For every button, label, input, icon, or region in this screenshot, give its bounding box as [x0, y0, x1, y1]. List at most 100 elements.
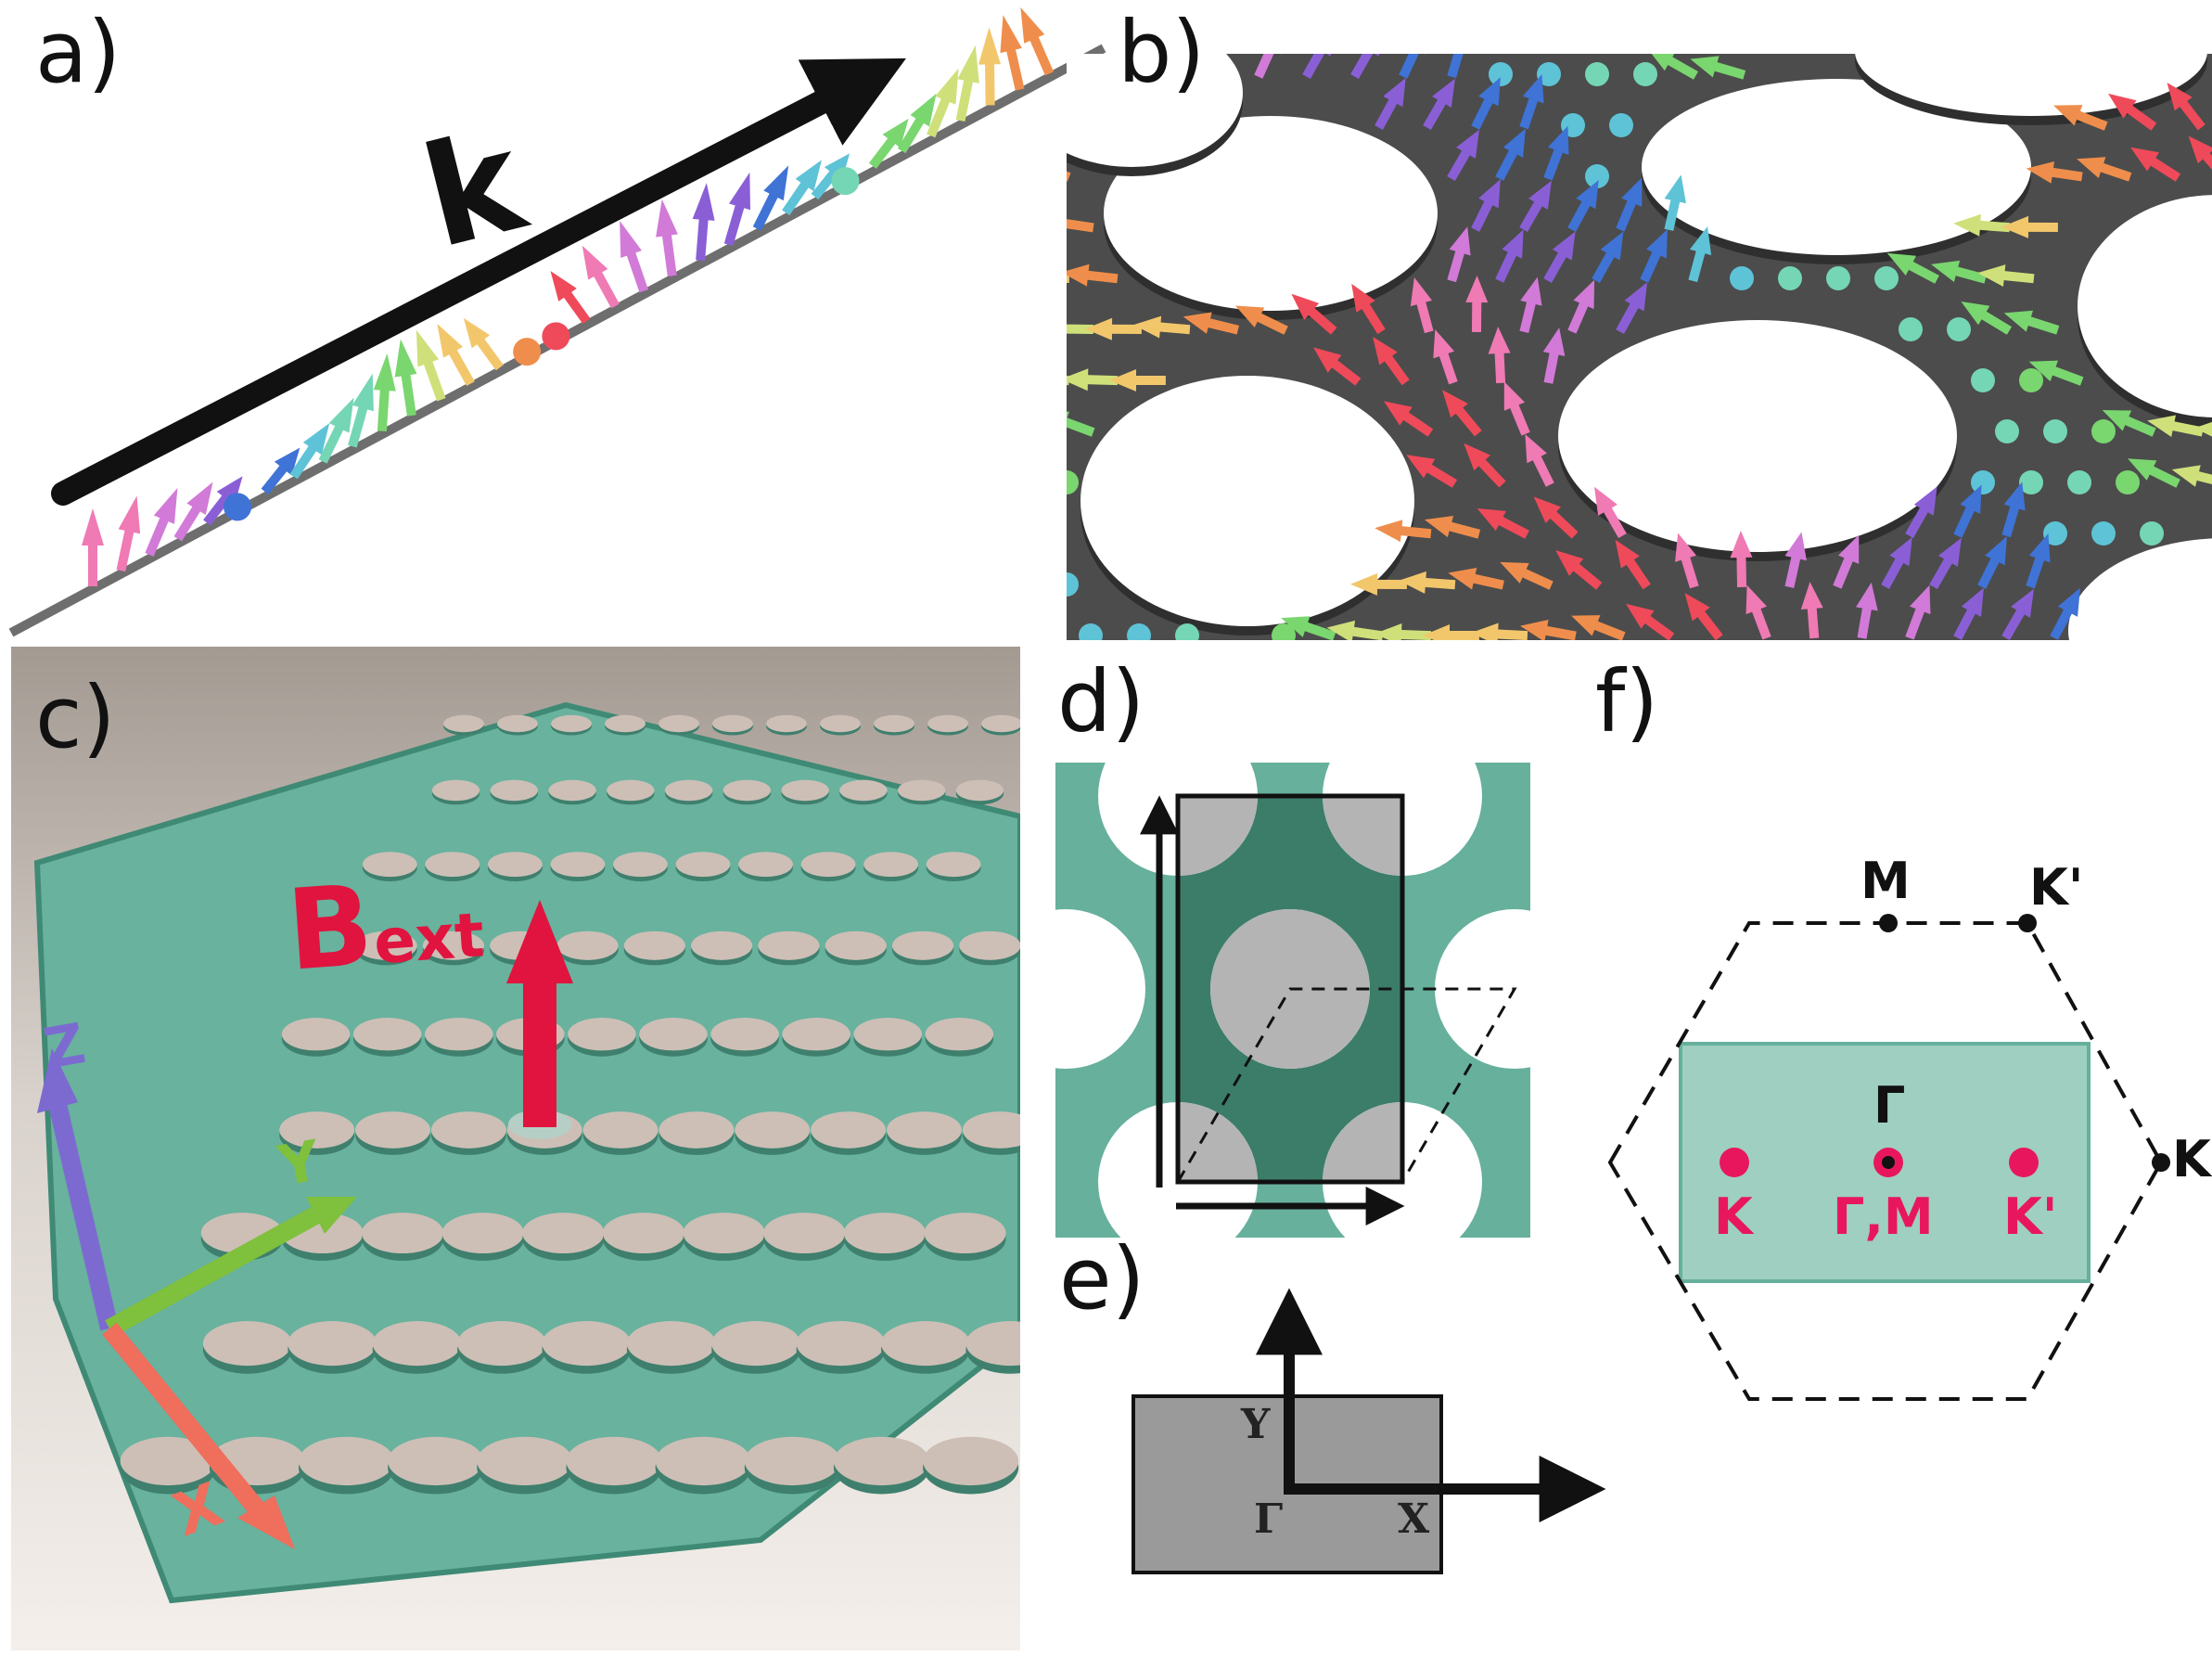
spin-arrow	[955, 45, 979, 122]
spin-arrow	[1519, 180, 1552, 233]
spin-arrow	[1800, 582, 1823, 639]
spin-arrow	[1519, 620, 1577, 640]
spin-dot	[2043, 419, 2067, 443]
spin-arrow	[2171, 465, 2212, 488]
spin-arrow	[1447, 226, 1471, 283]
spin-arrow	[1109, 368, 1166, 392]
hole	[711, 1321, 800, 1367]
hole	[825, 931, 887, 960]
spin-arrow	[1833, 534, 1860, 589]
spin-arrow	[1688, 225, 1712, 283]
hole	[372, 1321, 462, 1367]
field-label-main: B	[283, 862, 377, 996]
folded-k-dot	[1720, 1148, 1749, 1177]
hole	[582, 1111, 658, 1149]
wavevector-label: k	[409, 100, 541, 280]
spin-arrow	[1886, 252, 1939, 284]
spin-arrow	[145, 487, 178, 557]
hole	[959, 931, 1020, 960]
spin-arrow	[1448, 568, 1504, 590]
hole	[811, 1111, 887, 1149]
spin-arrow	[1067, 218, 1094, 233]
spin-arrow	[1953, 587, 1984, 640]
hole	[639, 1018, 708, 1051]
spin-dot	[1899, 317, 1923, 341]
spin-arrow	[1442, 390, 1482, 437]
hole	[1067, 54, 1243, 167]
spin-arrow	[1375, 78, 1406, 130]
field-label-sub: ext	[371, 899, 486, 978]
spin-arrow	[2128, 458, 2180, 488]
hole	[981, 714, 1020, 733]
spin-arrow	[1067, 263, 1119, 287]
spin-arrow	[1234, 305, 1288, 335]
hole	[712, 714, 753, 733]
hole	[658, 1111, 735, 1149]
panel-d-label: d)	[1057, 652, 1144, 751]
spin-arrow	[1020, 6, 1055, 76]
hole	[422, 931, 484, 960]
hole	[833, 1436, 929, 1486]
spin-texture	[1067, 54, 2212, 640]
spin-dot	[1730, 266, 1754, 290]
hole	[550, 852, 606, 878]
spin-arrow	[1571, 615, 1626, 640]
spin-arrow	[2167, 83, 2206, 131]
spin-arrow	[1543, 125, 1569, 181]
hole	[568, 1018, 636, 1051]
hole	[120, 1436, 216, 1486]
hole	[488, 852, 543, 878]
hole	[605, 714, 646, 733]
spin-arrow	[1133, 315, 1191, 339]
spin-arrow	[1465, 276, 1489, 332]
hole	[820, 714, 861, 733]
spin-arrow	[1373, 336, 1410, 386]
hole	[542, 1321, 632, 1367]
spin-arrow	[1567, 180, 1599, 232]
spin-dot	[2043, 521, 2067, 546]
spin-arrow	[1519, 276, 1542, 334]
spin-arrow	[1067, 411, 1095, 437]
spin-dot	[1175, 623, 1199, 640]
spin-dot	[831, 167, 860, 196]
hole	[965, 1321, 1020, 1367]
spin-arrow	[1410, 276, 1434, 334]
hole	[800, 852, 856, 878]
spin-arrow	[1495, 128, 1526, 181]
spin-arrow	[2194, 418, 2212, 442]
spin-arrow	[289, 423, 330, 480]
spin-arrow	[927, 68, 959, 138]
hole	[548, 779, 596, 802]
point-k-prime-dot	[2018, 914, 2037, 932]
spin-arrow	[1594, 486, 1627, 539]
panel-a-label: a)	[35, 3, 121, 102]
hole	[355, 1111, 430, 1149]
panel-d: d)	[1055, 652, 1530, 1238]
spin-dot	[1079, 623, 1103, 640]
hole	[457, 1321, 546, 1367]
folded-gamma-m-label: Γ,M	[1833, 1187, 1934, 1246]
panel-e: e) Y Γ X	[1059, 1229, 1606, 1574]
spin-arrow	[692, 183, 715, 262]
spin-arrow	[1929, 537, 1962, 590]
spin-arrow	[2001, 215, 2058, 238]
panel-e-label: e)	[1059, 1229, 1145, 1329]
hole	[843, 1213, 926, 1254]
hole	[925, 1018, 994, 1051]
hole	[735, 1111, 811, 1149]
spin-arrow	[1977, 264, 2035, 288]
panel-f-label: f)	[1595, 652, 1658, 751]
point-gamma-label: Γ	[1254, 1496, 1283, 1543]
spin-arrow	[2053, 105, 2108, 131]
spin-arrow	[2028, 360, 2084, 386]
spin-arrow	[1326, 620, 1384, 640]
spin-dot	[513, 338, 542, 366]
point-m-label: M	[1860, 852, 1911, 910]
spin-arrow	[463, 317, 504, 371]
hole	[551, 714, 592, 733]
point-y-label: Y	[1240, 1401, 1271, 1448]
hole	[658, 714, 699, 733]
point-k-label: K	[2172, 1130, 2212, 1188]
hole	[763, 1213, 846, 1254]
spin-dot	[1778, 266, 1802, 290]
